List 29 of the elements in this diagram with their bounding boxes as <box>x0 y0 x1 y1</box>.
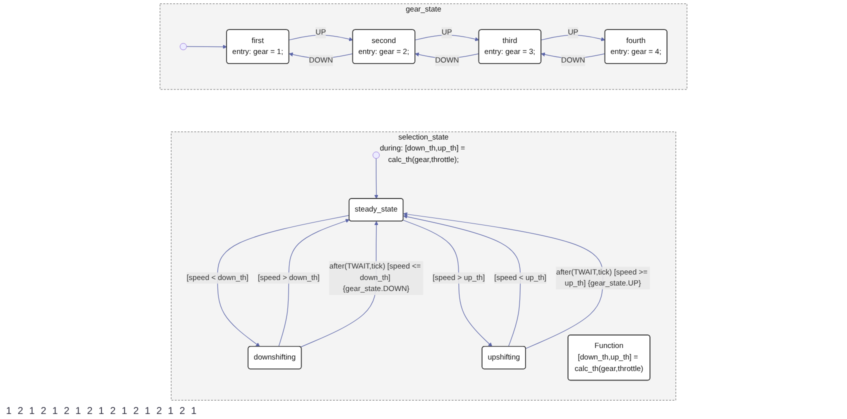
execution-order-number: 1 <box>29 406 35 417</box>
execution-order-number: 1 <box>98 406 104 417</box>
execution-order-number: 1 <box>168 406 174 417</box>
arrow <box>414 34 480 42</box>
execution-order-number: 1 <box>191 406 197 417</box>
arrow <box>403 212 604 349</box>
execution-order-number: 1 <box>144 406 150 417</box>
execution-order-number: 2 <box>64 406 70 417</box>
arrow <box>403 214 521 347</box>
execution-order-number: 1 <box>122 406 128 417</box>
execution-order-number: 2 <box>179 406 185 417</box>
arrow <box>186 44 228 49</box>
arrow <box>288 34 354 42</box>
arrow <box>278 218 350 347</box>
execution-order-number: 1 <box>52 406 58 417</box>
execution-order-number: 1 <box>75 406 81 417</box>
arrow <box>402 220 492 347</box>
arrow <box>540 34 606 42</box>
node-circle <box>372 152 380 159</box>
node-circle <box>180 43 187 50</box>
execution-order-number: 2 <box>133 406 139 417</box>
arrow <box>217 215 350 347</box>
execution-order-number: 2 <box>18 406 24 417</box>
execution-order-number: 2 <box>86 406 92 417</box>
execution-order-number: 1 <box>6 406 12 417</box>
execution-order-number: 2 <box>156 406 162 417</box>
execution-order-number: 2 <box>110 406 116 417</box>
execution-order-number: 2 <box>40 406 46 417</box>
arrow <box>374 158 378 199</box>
